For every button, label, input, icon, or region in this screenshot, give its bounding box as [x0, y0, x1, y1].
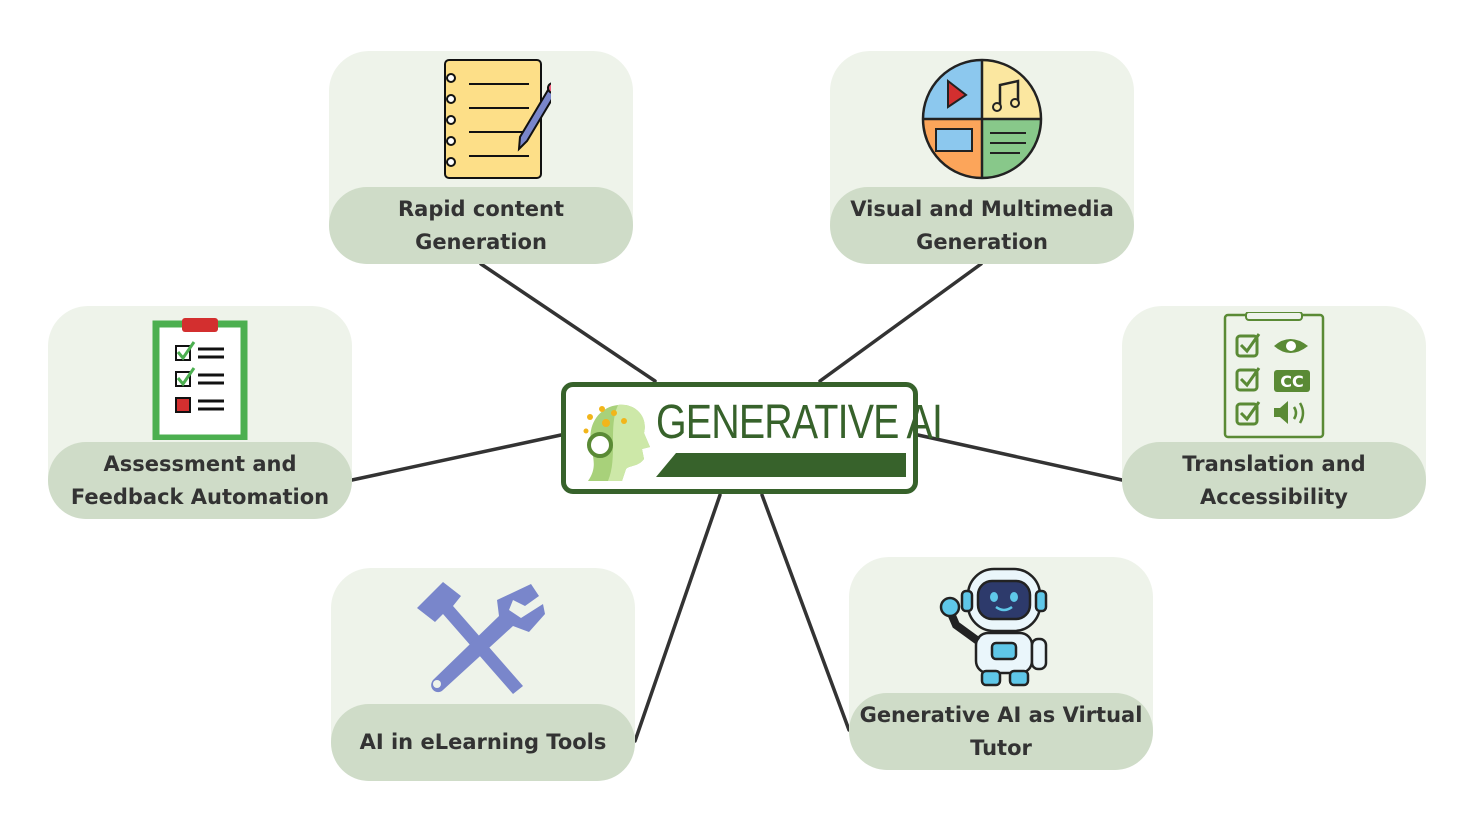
node-assessment-feedback: Assessment and Feedback Automation	[48, 306, 352, 519]
robot-icon	[939, 567, 1048, 687]
tools-icon	[417, 582, 545, 694]
node-translation-accessibility: CC Translation and Accessibility	[1122, 306, 1426, 519]
svg-text:CC: CC	[1280, 372, 1303, 391]
center-title: GENERATIVE AI	[656, 396, 943, 449]
ai-head-logo-icon	[583, 404, 650, 481]
node-elearning-tools: AI in eLearning Tools	[331, 568, 635, 781]
connector-elearning	[633, 493, 722, 743]
notebook-pencil-icon	[444, 59, 551, 179]
multimedia-icon	[921, 58, 1043, 180]
connector-translation	[916, 433, 1124, 482]
connector-rapid	[479, 262, 657, 383]
connector-tutor	[760, 493, 851, 732]
node-label: AI in eLearning Tools	[331, 704, 635, 781]
node-label: Rapid content Generation	[329, 187, 633, 264]
connector-assessment	[350, 433, 563, 482]
central-node: GENERATIVE AI	[561, 382, 943, 494]
node-visual-multimedia: Visual and Multimedia Generation	[830, 51, 1134, 264]
node-virtual-tutor: Generative AI as Virtual Tutor	[849, 557, 1153, 770]
checklist-clipboard-icon	[152, 318, 248, 440]
node-rapid-content: Rapid content Generation	[329, 51, 633, 264]
node-label: Generative AI as Virtual Tutor	[849, 693, 1153, 770]
connector-visual	[818, 262, 983, 383]
node-label: Assessment and Feedback Automation	[48, 442, 352, 519]
title-underline-bar	[656, 453, 906, 477]
node-label: Translation and Accessibility	[1122, 442, 1426, 519]
accessibility-icon: CC	[1223, 312, 1325, 439]
node-label: Visual and Multimedia Generation	[830, 187, 1134, 264]
